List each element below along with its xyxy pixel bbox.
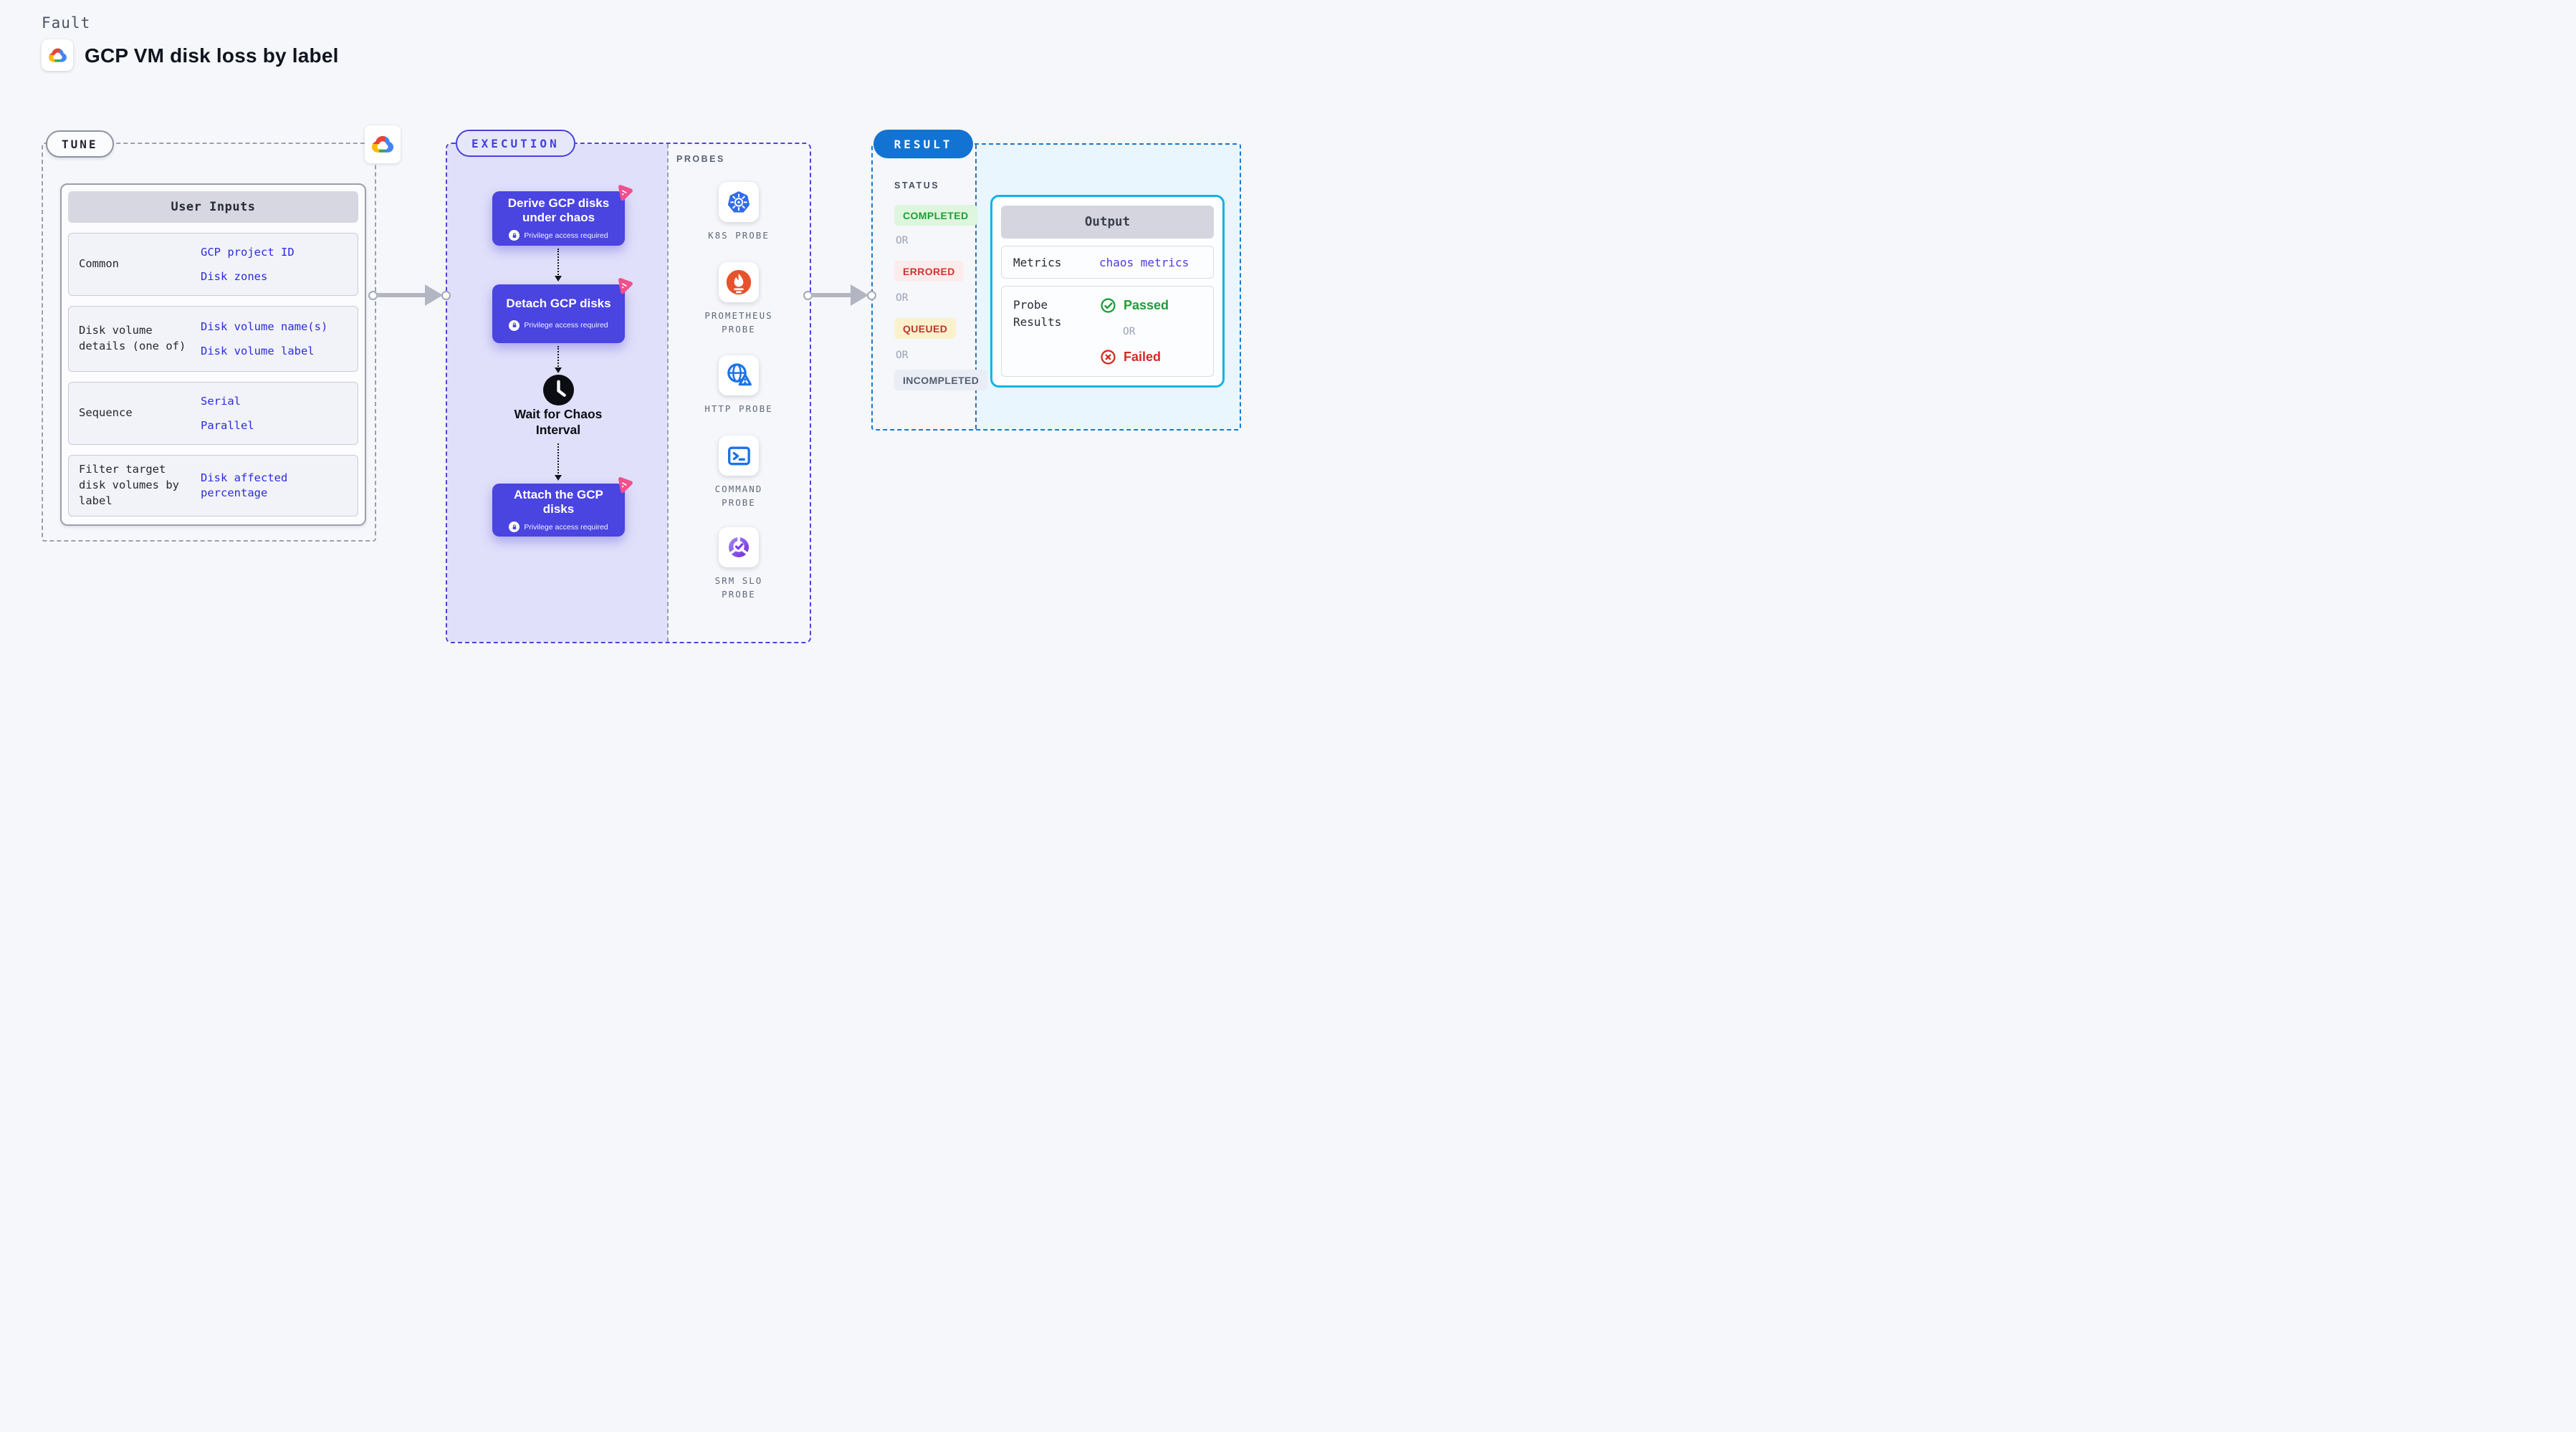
row-value: Parallel: [201, 418, 254, 432]
table-row: Common GCP project ID Disk zones: [68, 233, 358, 296]
probes-heading: PROBES: [676, 154, 725, 164]
user-inputs-table: User Inputs Common GCP project ID Disk z…: [60, 183, 366, 526]
chaos-icon: [613, 276, 633, 296]
row-value: Disk volume label: [201, 344, 315, 357]
result-pill: RESULT: [873, 130, 973, 158]
arrowhead-icon: [851, 284, 868, 306]
privilege-note: Privilege access required: [524, 231, 608, 240]
row-value: GCP project ID: [201, 245, 295, 259]
table-row: Disk volume details (one of) Disk volume…: [68, 306, 358, 372]
user-inputs-header: User Inputs: [68, 191, 358, 223]
row-value: Disk volume name(s): [201, 319, 328, 333]
arrowhead-icon: [425, 284, 443, 306]
command-terminal-icon: [719, 436, 759, 476]
clock-icon: [543, 375, 574, 405]
row-value: Disk zones: [201, 269, 268, 283]
probe-label: K8S PROBE: [708, 230, 770, 241]
probe-results-label: Probe Results: [1013, 298, 1062, 329]
status-badge-completed: COMPLETED: [894, 205, 977, 226]
privilege-note: Privilege access required: [524, 321, 608, 330]
kubernetes-icon: [719, 182, 759, 222]
page-title: GCP VM disk loss by label: [85, 44, 339, 67]
status-badge-incompleted: INCOMPLETED: [894, 370, 988, 390]
connector-line: [376, 293, 426, 297]
http-globe-warning-icon: [719, 355, 759, 395]
probe-label: PROMETHEUS PROBE: [704, 310, 773, 335]
step-title: Detach GCP disks: [506, 297, 611, 311]
step-detach-gcp-disks: Detach GCP disks Privilege access requir…: [492, 284, 625, 343]
chaos-icon: [613, 475, 633, 495]
output-card: Output Metrics chaos metrics Probe Resul…: [990, 195, 1225, 388]
step-title: Attach the GCP disks: [514, 487, 603, 516]
or-separator: OR: [1123, 325, 1136, 337]
status-output-divider: [975, 145, 977, 429]
wait-chaos-interval-label: Wait for Chaos Interval: [514, 407, 603, 438]
step-attach-gcp-disks: Attach the GCP disks Privilege access re…: [492, 484, 625, 537]
flow-arrow-tune-to-execution: [368, 284, 451, 307]
or-separator: OR: [896, 235, 909, 246]
connector-line: [811, 293, 852, 297]
gcp-cloud-icon: [46, 44, 70, 67]
probe-results-row: Probe Results Passed OR: [1001, 286, 1214, 377]
probe-item-prometheus: PROMETHEUS PROBE: [668, 262, 810, 337]
lock-icon: [509, 319, 520, 331]
probe-label: COMMAND PROBE: [714, 484, 763, 509]
connector-dot: [441, 290, 451, 300]
status-heading: STATUS: [894, 181, 940, 191]
table-row: Sequence Serial Parallel: [68, 382, 358, 445]
execution-probes-divider: [667, 144, 669, 642]
dotted-arrow: [555, 346, 562, 373]
output-header: Output: [1001, 206, 1214, 239]
chaos-icon: [613, 183, 633, 203]
fault-diagram: Fault GCP VM disk loss by label TUNE Use…: [0, 0, 1288, 716]
lock-icon: [509, 230, 520, 241]
passed-label: Passed: [1124, 298, 1169, 312]
tune-pill: TUNE: [46, 130, 114, 158]
status-badge-errored: ERRORED: [894, 261, 964, 282]
privilege-note: Privilege access required: [524, 522, 608, 532]
probe-item-http: HTTP PROBE: [668, 355, 810, 415]
row-label: Common: [79, 257, 119, 271]
probe-item-k8s: K8S PROBE: [668, 182, 810, 242]
probe-item-command: COMMAND PROBE: [668, 436, 810, 510]
dotted-arrow: [555, 443, 562, 481]
gcp-logo-card: [42, 39, 73, 71]
fault-kicker: Fault: [42, 14, 91, 32]
prometheus-icon: [719, 262, 759, 302]
tune-section: [42, 143, 376, 542]
step-title: Derive GCP disks under chaos: [507, 196, 610, 224]
probe-label: HTTP PROBE: [704, 403, 773, 414]
table-row: Filter target disk volumes by label Disk…: [68, 455, 358, 516]
row-label: Filter target disk volumes by label: [79, 463, 179, 507]
failed-label: Failed: [1124, 350, 1162, 364]
metrics-row: Metrics chaos metrics: [1001, 246, 1214, 279]
x-circle-icon: [1101, 350, 1116, 365]
dotted-arrow: [555, 249, 562, 282]
flow-arrow-execution-to-result: [803, 284, 876, 307]
probe-item-srm-slo: SRM SLO PROBE: [668, 527, 810, 602]
step-derive-gcp-disks: Derive GCP disks under chaos Privilege a…: [492, 191, 625, 246]
probe-label: SRM SLO PROBE: [714, 575, 763, 600]
execution-section: Derive GCP disks under chaos Privilege a…: [446, 143, 811, 643]
metrics-label: Metrics: [1013, 255, 1062, 269]
srm-slo-donut-icon: [719, 527, 759, 567]
tune-gcp-logo-card: [365, 125, 401, 163]
status-badge-queued: QUEUED: [894, 318, 957, 339]
connector-dot: [867, 290, 876, 300]
result-section: STATUS COMPLETED OR ERRORED OR QUEUED OR…: [871, 143, 1241, 431]
row-label: Disk volume details (one of): [79, 324, 186, 352]
check-circle-icon: [1101, 298, 1116, 313]
gcp-cloud-icon: [368, 130, 397, 159]
or-separator: OR: [896, 292, 909, 304]
lock-icon: [509, 522, 520, 533]
metrics-value: chaos metrics: [1099, 255, 1189, 269]
row-label: Sequence: [79, 406, 133, 420]
row-value: Disk affected percentage: [201, 471, 288, 499]
row-value: Serial: [201, 394, 241, 408]
or-separator: OR: [896, 350, 909, 361]
execution-pill: EXECUTION: [456, 130, 575, 157]
